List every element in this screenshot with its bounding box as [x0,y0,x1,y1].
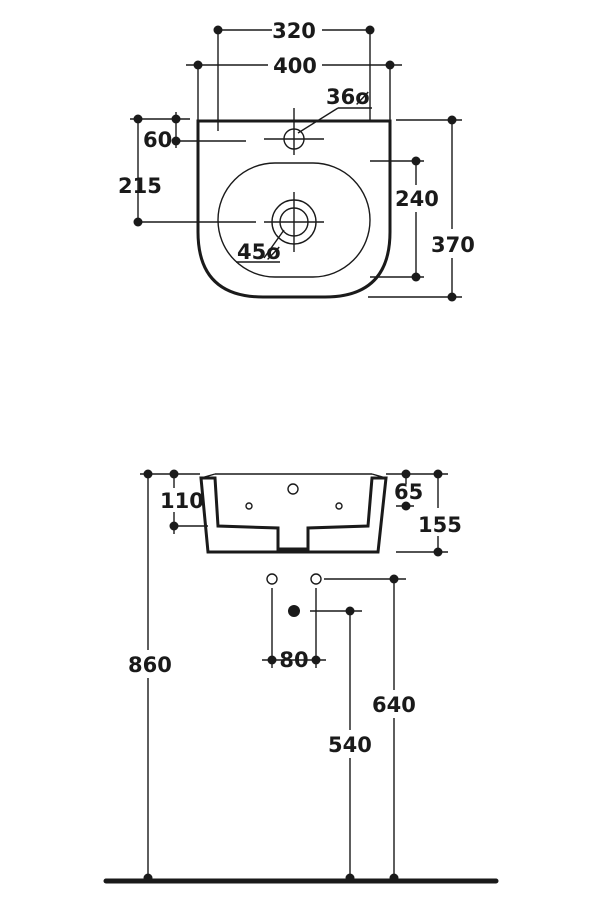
dim-60: 60 [143,128,172,152]
dim-320: 320 [272,19,316,43]
waste-pipe [288,605,300,617]
supply-pipe-right [310,573,322,585]
fixing-hole-right [335,502,343,510]
dim-65: 65 [394,480,423,504]
supply-pipe-left [266,573,278,585]
dim-400: 400 [273,54,317,78]
dim-540: 540 [328,733,372,757]
basin-outline-side [199,476,388,554]
dim-240: 240 [395,187,439,211]
dim-80: 80 [279,648,308,672]
side-view: 110 65 155 80 860 [103,469,499,884]
dim-860: 860 [128,653,172,677]
tap-hole-side [287,483,299,495]
inner-bowl [217,162,371,278]
basin-outline-top [196,119,392,299]
dim-155: 155 [418,513,462,537]
top-view: 320 400 36ø 60 215 240 [118,19,475,302]
dim-370: 370 [431,233,475,257]
dim-215: 215 [118,174,162,198]
dim-110: 110 [160,489,204,513]
fixing-hole-left [245,502,253,510]
dim-640: 640 [372,693,416,717]
dim-tap-hole-diameter: 36ø [326,85,370,109]
dim-waste-diameter: 45ø [237,240,281,264]
